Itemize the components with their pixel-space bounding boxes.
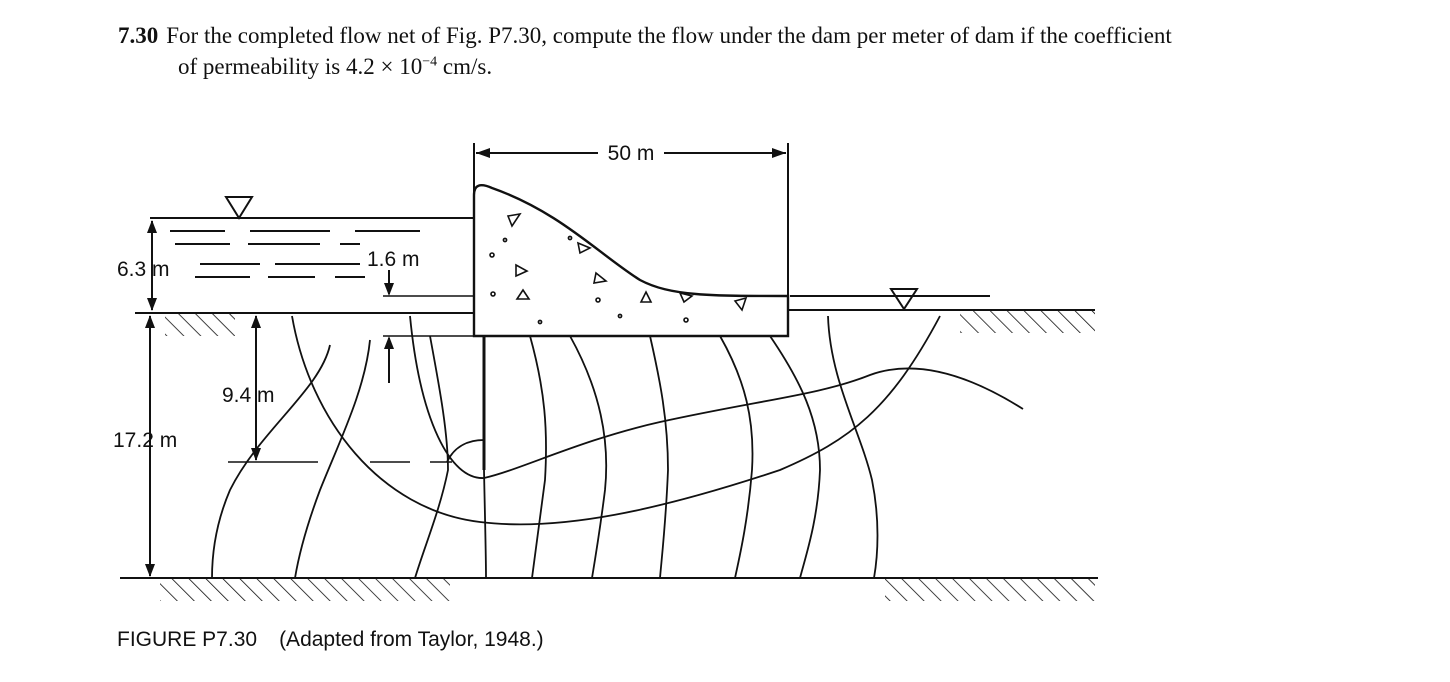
ground-hatch-downstream [960,311,1095,333]
problem-text-2-suffix: cm/s. [437,54,493,79]
equipotential-6 [569,335,608,579]
tailwater-dim-arrow-down [384,283,394,296]
problem-line-1: 7.30 For the completed flow net of Fig. P… [118,20,1418,51]
equipotential-9 [769,335,821,579]
concrete-aggregate [489,212,748,325]
flow-line-2 [409,315,1024,479]
layer-depth-arrow-top [145,315,155,328]
dam-width-arrowhead-right [772,148,786,158]
equipotential-2 [294,339,371,579]
ground-hatch-upstream [165,314,235,336]
layer-depth-label: 17.2 m [113,429,177,452]
base-hatch-left [160,579,450,601]
equipotential-5 [529,335,547,579]
pile-depth-arrow-top [251,315,261,328]
equipotential-4 [483,469,487,579]
flow-line-1 [446,439,485,463]
sheet-pile-label: 9.4 m [222,384,275,407]
equipotential-1 [211,344,331,579]
base-hatch-right [885,579,1095,601]
headwater-triangle-icon [224,196,254,220]
head-dim-arrow-bottom [147,298,157,311]
problem-statement: 7.30 For the completed flow net of Fig. P… [118,20,1418,82]
concrete-dam [472,184,790,338]
dam-width-arrowhead-left [476,148,490,158]
flow-lines [291,315,1024,526]
figure-caption: FIGURE P7.30 (Adapted from Taylor, 1948.) [117,628,544,652]
head-dim-arrow-top [147,220,157,233]
pile-depth-arrow-bottom [251,448,261,461]
dam-width-label: 50 m [608,142,655,165]
caption-label: FIGURE P7.30 [117,628,258,651]
problem-text-2: of permeability is 4.2 × 10 [178,54,423,79]
tailwater-dim-arrow-up [384,336,394,349]
caption-source: (Adapted from Taylor, 1948.) [279,628,544,651]
equipotential-3 [414,335,449,579]
flow-line-3 [291,315,941,526]
problem-line-2: of permeability is 4.2 × 10−4 cm/s. [118,51,1418,82]
tailwater-label: 1.6 m [367,248,420,271]
equipotential-7 [649,335,669,579]
permeability-exponent: −4 [422,54,438,70]
problem-text-1: For the completed flow net of Fig. P7.30… [166,23,1172,48]
water-dashes [170,230,420,278]
upstream-head-label: 6.3 m [117,258,170,281]
problem-number: 7.30 [118,23,159,48]
tailwater-triangle-icon [889,288,919,311]
layer-depth-arrow-bottom [145,564,155,577]
equipotential-8 [719,335,754,579]
equipotential-lines [211,315,879,579]
equipotential-10 [827,315,879,579]
